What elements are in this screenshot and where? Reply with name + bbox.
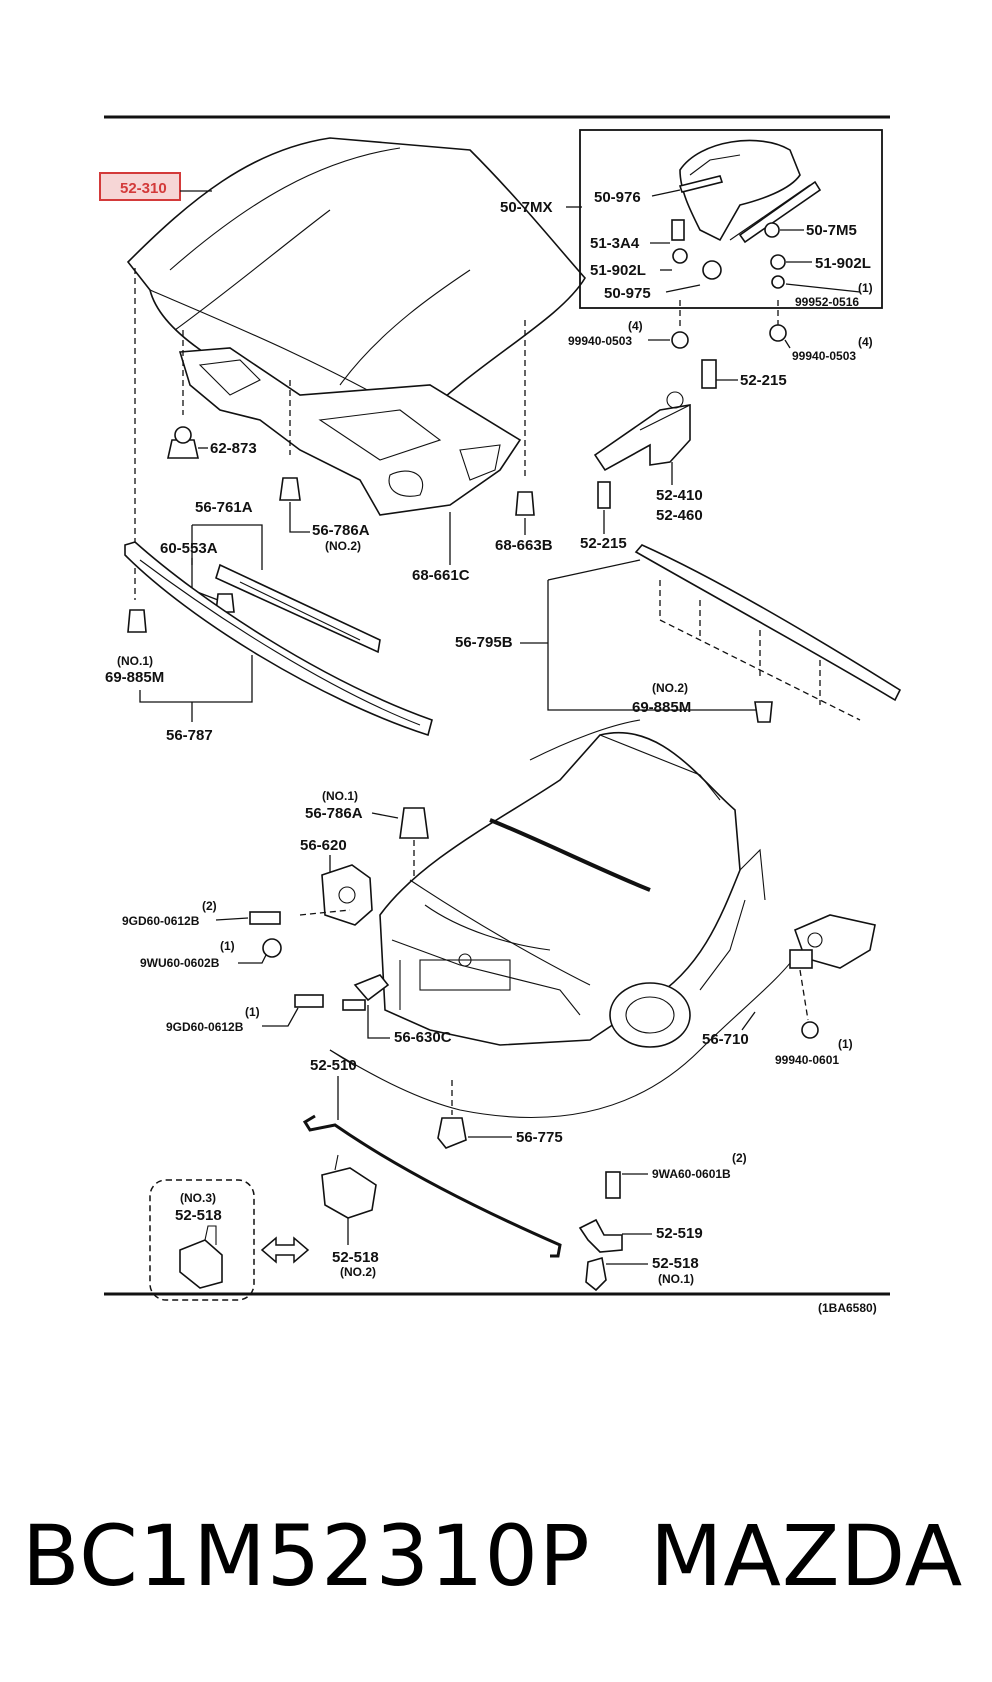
label-60-553a: 60-553A <box>160 540 218 557</box>
label-52-215-b: 52-215 <box>580 535 627 552</box>
footer-part-number: BC1M52310P <box>22 1507 591 1605</box>
label-56-761a: 56-761A <box>195 499 253 516</box>
label-no3: (NO.3) <box>180 1191 216 1205</box>
qty-9gd-a: (2) <box>202 899 217 913</box>
label-56-710: 56-710 <box>702 1031 749 1048</box>
qty-99940-a: (4) <box>628 319 643 333</box>
label-52-460: 52-460 <box>656 507 703 524</box>
wiper-strip <box>489 818 651 892</box>
label-51-902l-a: 51-902L <box>590 262 646 279</box>
bracket-52-519 <box>578 1218 623 1253</box>
cable-56-710 <box>329 949 801 1119</box>
label-52-410: 52-410 <box>656 487 703 504</box>
label-9wa60-0601b: 9WA60-0601B <box>652 1167 731 1181</box>
footer-brand: MAZDA <box>650 1507 963 1605</box>
seal-56-795b <box>634 544 902 702</box>
label-no1-b: (NO.1) <box>322 789 358 803</box>
nut-99940-a <box>671 331 689 349</box>
label-52-518-a: 52-518 <box>175 1207 222 1224</box>
label-68-663b: 68-663B <box>495 537 553 554</box>
label-69-885m-b: 69-885M <box>632 699 691 716</box>
label-56-795b: 56-795B <box>455 634 513 651</box>
label-52-518-b: 52-518 <box>332 1249 379 1266</box>
label-52-215-a: 52-215 <box>740 372 787 389</box>
label-52-518-c: 52-518 <box>652 1255 699 1272</box>
qty-9gd-b: (1) <box>245 1005 260 1019</box>
clip-99940-0601 <box>801 1021 819 1039</box>
bolt-51-3a4 <box>671 219 685 241</box>
label-50-7m5: 50-7M5 <box>806 222 857 239</box>
label-50-975: 50-975 <box>604 285 651 302</box>
label-no1-a: (NO.1) <box>117 654 153 668</box>
label-52-519: 52-519 <box>656 1225 703 1242</box>
label-99940-0503-a: 99940-0503 <box>568 334 632 348</box>
bolt-9gd-a <box>249 911 281 925</box>
clip-68-663b <box>515 491 535 516</box>
bolt-9wa <box>605 1171 621 1199</box>
label-99940-0601: 99940-0601 <box>775 1053 839 1067</box>
washer-99952 <box>771 275 785 289</box>
clip-50-975 <box>702 260 722 280</box>
scoop-inset <box>579 129 883 309</box>
label-99952-0516: 99952-0516 <box>795 295 859 309</box>
holder-52-518-no1 <box>585 1256 607 1292</box>
holder-52-518-no2 <box>321 1154 377 1219</box>
qty-99952: (1) <box>858 281 873 295</box>
car-front <box>379 719 766 1048</box>
qty-99940c: (1) <box>838 1037 853 1051</box>
qty-9wa: (2) <box>732 1151 747 1165</box>
label-56-786a-2: 56-786A <box>312 522 370 539</box>
label-9gd60-0612b-b: 9GD60-0612B <box>166 1020 244 1034</box>
qty-9wu: (1) <box>220 939 235 953</box>
variant-box-no3 <box>149 1179 255 1301</box>
highlight-box <box>99 172 181 201</box>
bolt-52-215-b <box>597 481 611 509</box>
label-51-902l-b: 51-902L <box>815 255 871 272</box>
qty-99940-b: (4) <box>858 335 873 349</box>
label-56-787: 56-787 <box>166 727 213 744</box>
bolt-9gd-b <box>294 994 324 1008</box>
label-99940-0503-b: 99940-0503 <box>792 349 856 363</box>
label-52-310: 52-310 <box>120 180 167 197</box>
label-69-885m-a: 69-885M <box>105 669 164 686</box>
label-9wu60-0602b: 9WU60-0602B <box>140 956 220 970</box>
hood-hinge <box>593 359 717 472</box>
label-no2-c: (NO.2) <box>340 1265 376 1279</box>
clip-69-885m-b <box>754 701 773 723</box>
diagram-code: (1BA6580) <box>818 1301 877 1315</box>
clip-56-775 <box>437 1117 467 1149</box>
hood-latch <box>321 864 373 926</box>
bracket-56-630c <box>353 974 390 1002</box>
clip-69-885m-a <box>127 609 147 633</box>
label-50-7mx: 50-7MX <box>500 199 553 216</box>
release-handle <box>789 914 876 969</box>
label-51-3a4: 51-3A4 <box>590 235 640 252</box>
label-56-786a-1: 56-786A <box>305 805 363 822</box>
label-no1-c: (NO.1) <box>658 1272 694 1286</box>
nut-51-902l-a <box>672 248 688 264</box>
interchange-arrow <box>260 1236 310 1264</box>
label-52-510: 52-510 <box>310 1057 357 1074</box>
label-9gd60-0612b-a: 9GD60-0612B <box>122 914 200 928</box>
bumper-stop-56-786a-1 <box>399 807 429 839</box>
label-62-873: 62-873 <box>210 440 257 457</box>
label-56-620: 56-620 <box>300 837 347 854</box>
holder-52-518-no3 <box>179 1239 223 1289</box>
label-50-976: 50-976 <box>594 189 641 206</box>
clip-56-786a-2 <box>279 477 301 501</box>
label-56-630c: 56-630C <box>394 1029 452 1046</box>
hood-rod-52-510 <box>302 1114 562 1258</box>
nut-99940-b <box>769 324 787 342</box>
label-56-775: 56-775 <box>516 1129 563 1146</box>
nut-51-902l-b <box>770 254 786 270</box>
label-no2-b: (NO.2) <box>652 681 688 695</box>
nut-9wu <box>262 938 282 958</box>
label-68-661c: 68-661C <box>412 567 470 584</box>
hood-insulator <box>178 347 522 516</box>
clip-50-7m5 <box>764 222 780 238</box>
label-no2-a: (NO.2) <box>325 539 361 553</box>
seal-56-787 <box>124 541 433 737</box>
